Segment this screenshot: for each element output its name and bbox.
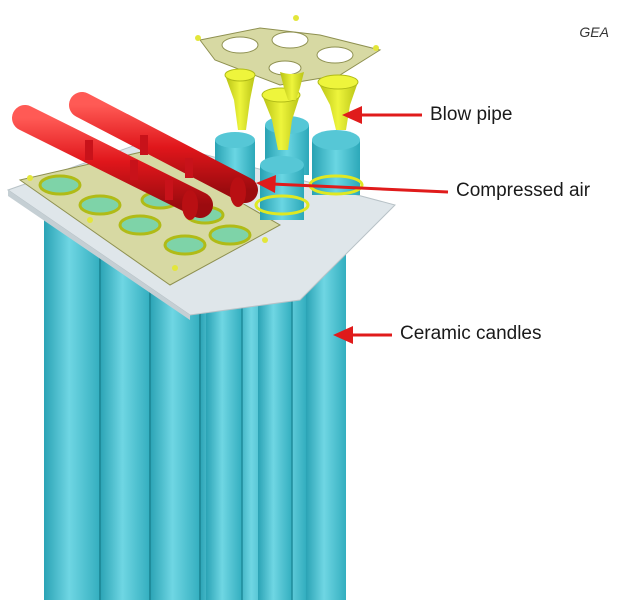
arrow-compressed-air (256, 175, 449, 194)
image-credit: GEA (579, 24, 609, 40)
candle (206, 300, 242, 600)
label-compressed-air: Compressed air (456, 180, 591, 201)
compressed-air-pipes (12, 92, 258, 220)
nozzle-plate-left (18, 149, 282, 286)
blow-pipes (224, 68, 359, 150)
candle (258, 300, 292, 600)
candle-cups (215, 116, 364, 220)
label-ceramic-candles: Ceramic candles (400, 323, 542, 344)
ceramic-candles (44, 215, 346, 600)
arrow-blow-pipe (342, 106, 422, 124)
callout-arrows (256, 106, 449, 344)
candle (44, 215, 100, 600)
arrow-ceramic-candles (333, 326, 392, 344)
label-blow-pipe: Blow pipe (430, 104, 513, 125)
candle (100, 235, 150, 600)
candle (306, 240, 346, 600)
